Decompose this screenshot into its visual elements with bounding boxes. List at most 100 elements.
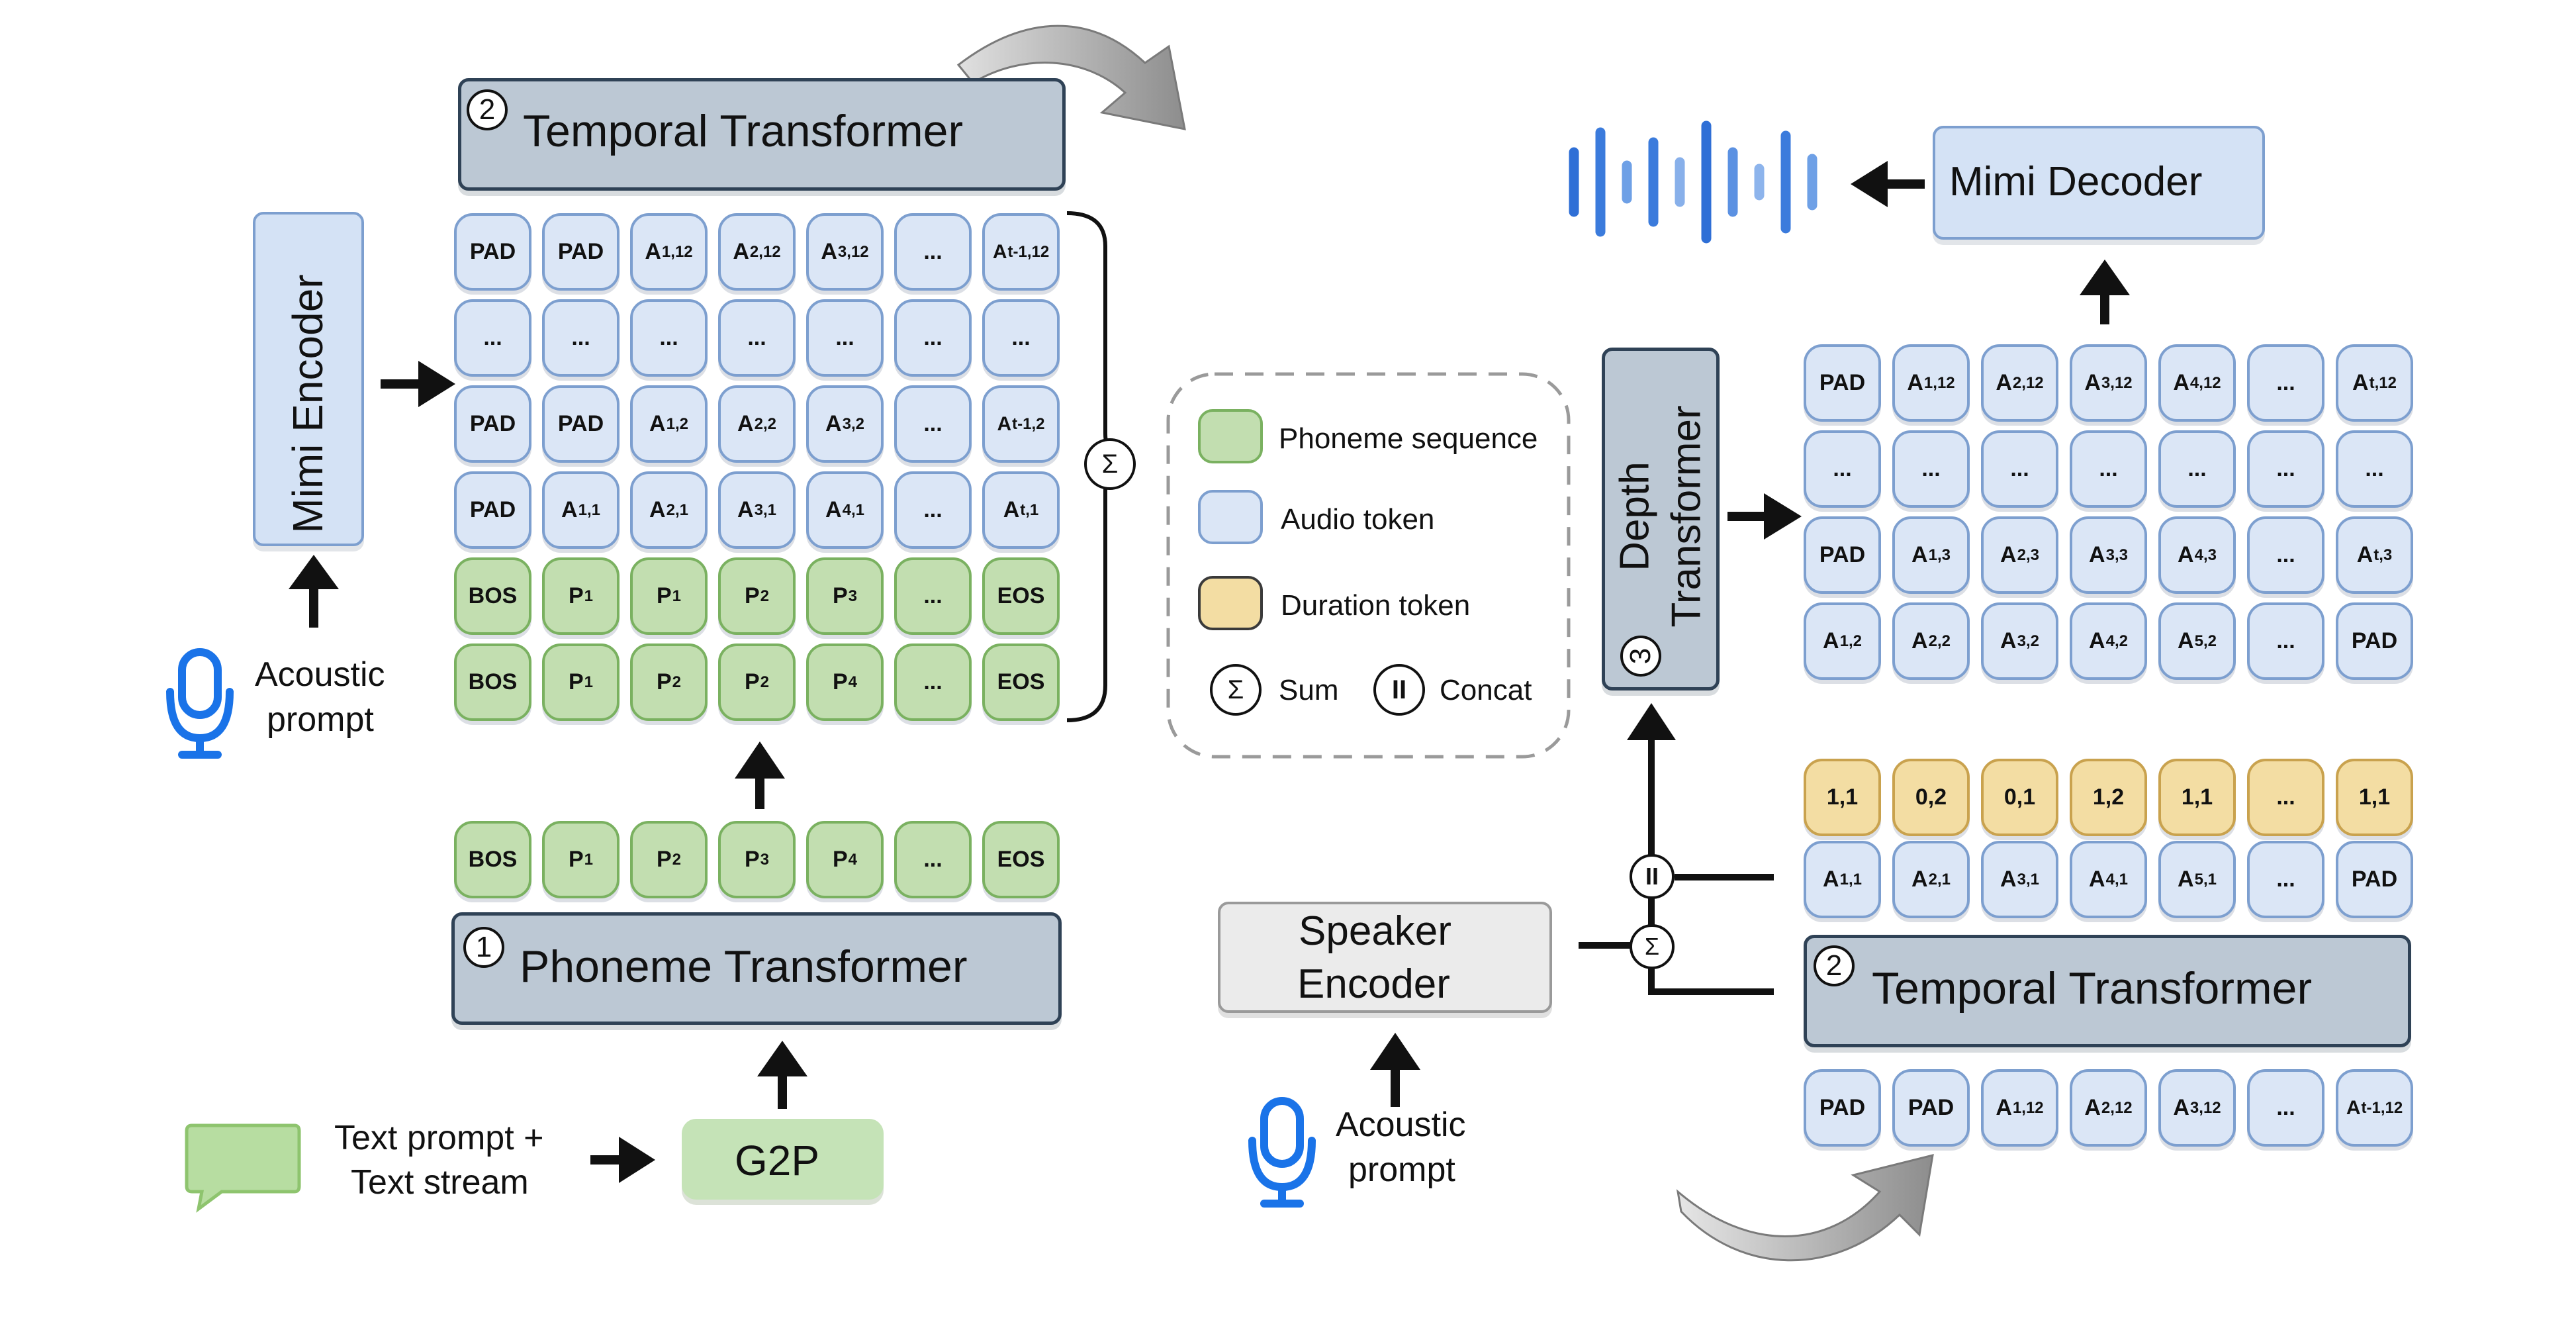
arrow-mic-to-speaker xyxy=(1370,1033,1420,1107)
token-text: 1,1 xyxy=(1826,785,1859,810)
arrow-to-depth-transformer xyxy=(1627,703,1676,874)
token-subscript: 2,12 xyxy=(2101,1098,2133,1117)
legend-duration-swatch xyxy=(1198,576,1263,630)
temporal-transformer-top-label: Temporal Transformer xyxy=(523,106,964,156)
token-phoneme-input-r0-c6: EOS xyxy=(982,821,1060,898)
arrow-phoneme-to-stack xyxy=(735,741,785,809)
token-text: ... xyxy=(2276,1095,2295,1120)
token-text: ... xyxy=(923,325,943,350)
token-text: EOS xyxy=(997,583,1045,608)
token-text: A xyxy=(2173,370,2189,395)
token-text: A xyxy=(2000,628,2017,653)
token-subscript: 2,2 xyxy=(1928,632,1951,650)
arrow-mic-to-encoder xyxy=(289,555,339,628)
legend-phoneme-swatch xyxy=(1198,409,1263,463)
token-subscript: 2 xyxy=(672,850,682,869)
token-text: P xyxy=(744,847,760,872)
token-left-stack-r2-c1: PAD xyxy=(542,385,620,463)
token-text: 1,1 xyxy=(2358,785,2391,810)
token-left-stack-r5-c6: EOS xyxy=(982,643,1060,721)
token-subscript: 1,1 xyxy=(1839,870,1862,888)
depth-transformer-label-2: Transformer xyxy=(1663,405,1710,628)
token-right-stack-r1-c1: ... xyxy=(1892,430,1970,508)
token-text: BOS xyxy=(468,669,518,694)
curved-arrow-icon xyxy=(1676,1153,1934,1262)
token-subscript: t,12 xyxy=(2369,373,2397,392)
token-right-stack-r3-c6: PAD xyxy=(2336,602,2413,680)
token-subscript: 3 xyxy=(848,587,858,605)
token-text: P xyxy=(744,583,760,608)
token-temporal-input-row-r0-c0: PAD xyxy=(1804,1069,1881,1147)
token-text: A xyxy=(2356,542,2373,567)
token-text: PAD xyxy=(1819,1095,1866,1120)
token-duration-row-r0-c4: 1,1 xyxy=(2158,759,2236,836)
curved-arrow-icon xyxy=(956,24,1186,130)
token-text: A xyxy=(1911,542,1928,567)
acoustic-prompt-left-2: prompt xyxy=(267,700,374,739)
token-text: A xyxy=(737,411,754,436)
token-temporal-input-row-r0-c5: ... xyxy=(2247,1069,2324,1147)
token-right-stack-r0-c5: ... xyxy=(2247,344,2324,422)
waveform-icon xyxy=(1569,120,1817,244)
token-text: A xyxy=(1823,867,1839,892)
token-text: A xyxy=(1996,1095,2012,1120)
token-text: A xyxy=(2089,628,2105,653)
token-text: PAD xyxy=(557,411,604,436)
token-text: A xyxy=(1003,497,1020,522)
token-duration-row-r0-c3: 1,2 xyxy=(2070,759,2147,836)
legend-phoneme-label: Phoneme sequence xyxy=(1279,422,1538,455)
token-subscript: 3,1 xyxy=(2017,870,2039,888)
token-text: A xyxy=(2084,1095,2101,1120)
token-subscript: 1,1 xyxy=(578,500,600,519)
token-text: A xyxy=(2089,867,2105,892)
temporal-transformer-right-label: Temporal Transformer xyxy=(1872,963,2313,1014)
token-right-stack-r2-c0: PAD xyxy=(1804,516,1881,594)
token-text: P xyxy=(656,669,672,694)
token-text: 0,1 xyxy=(2003,785,2036,810)
token-subscript: 2,1 xyxy=(666,500,688,519)
token-text: EOS xyxy=(997,669,1045,694)
acoustic-prompt-right-1: Acoustic xyxy=(1336,1106,1466,1144)
depth-transformer-label-1: Depth xyxy=(1612,461,1658,571)
token-text: A xyxy=(821,239,837,264)
token-text: ... xyxy=(2099,456,2118,481)
g2p-block xyxy=(682,1119,884,1200)
token-subscript: 1 xyxy=(584,673,594,691)
token-first-codebook-row-r0-c5: ... xyxy=(2247,841,2324,918)
token-left-stack-r1-c1: ... xyxy=(542,299,620,377)
token-left-stack-r4-c5: ... xyxy=(894,557,972,635)
token-text: A xyxy=(649,497,666,522)
token-text: PAD xyxy=(469,239,516,264)
token-text: PAD xyxy=(557,239,604,264)
token-text: A xyxy=(1823,628,1839,653)
token-text: ... xyxy=(659,325,678,350)
token-text: A xyxy=(2000,867,2017,892)
token-text: A xyxy=(2000,542,2017,567)
token-subscript: 3,1 xyxy=(754,500,776,519)
token-text: A xyxy=(1907,370,1923,395)
token-text: A xyxy=(737,497,754,522)
concat-operator: II xyxy=(1630,854,1675,899)
step-number-2-right: 2 xyxy=(1814,945,1855,986)
text-prompt-label-2: Text stream xyxy=(351,1163,529,1202)
token-subscript: 1 xyxy=(584,587,594,605)
token-text: A xyxy=(2346,1096,2361,1119)
depth-transformer xyxy=(1602,348,1720,690)
token-left-stack-r1-c0: ... xyxy=(454,299,531,377)
